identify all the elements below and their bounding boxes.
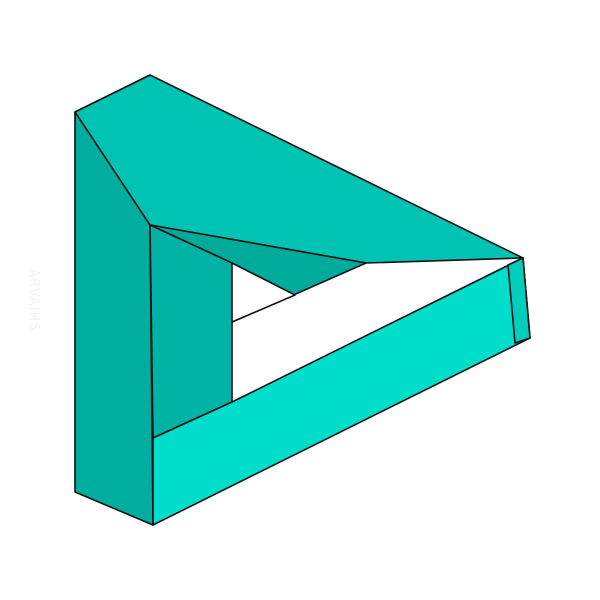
right-end-face: [507, 257, 531, 344]
hole: [231, 262, 296, 323]
inner-left-face: [149, 224, 233, 439]
front-face: [152, 257, 531, 526]
top-face: [74, 74, 524, 264]
watermark-text: ARVAIHS: [26, 268, 42, 332]
